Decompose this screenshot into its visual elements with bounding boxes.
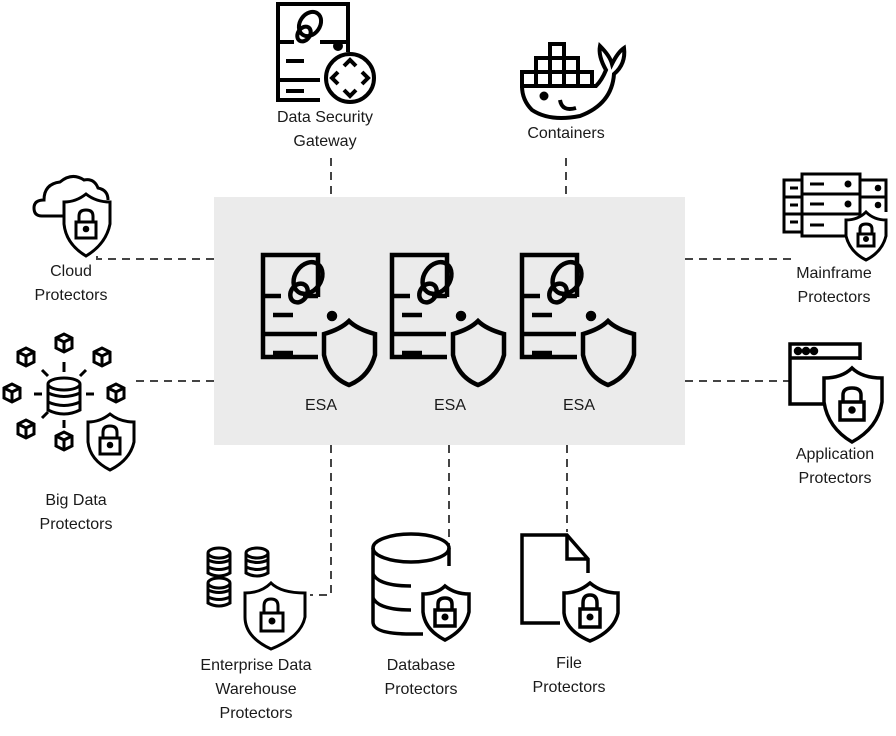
bigdata-label: Big Data Protectors — [39, 492, 113, 533]
mainframe-shield-icon — [782, 172, 890, 262]
esa-label-2: ESA — [433, 397, 466, 414]
file-shield-icon — [520, 533, 625, 643]
app-window-shield-icon — [786, 340, 886, 445]
esa-label-3: ESA — [562, 397, 595, 414]
databases-shield-icon — [205, 545, 310, 651]
cloud-shield-icon — [32, 172, 112, 258]
edw-label: Enterprise Data Warehouse Protectors — [200, 657, 312, 722]
database-shield-icon — [371, 532, 476, 642]
file-label: File Protectors — [532, 655, 606, 696]
server-shield-icon — [260, 252, 381, 388]
mainframe-label: Mainframe Protectors — [796, 265, 872, 306]
docker-whale-icon — [519, 41, 630, 122]
esa-label-1: ESA — [304, 397, 337, 414]
dsg-label: Data Security Gateway — [276, 109, 374, 150]
connector-edw — [310, 445, 332, 596]
gateway-server-icon — [276, 2, 376, 104]
database-label: Database Protectors — [384, 657, 458, 698]
bigdata-network-shield-icon — [2, 332, 137, 472]
server-shield-icon — [519, 252, 640, 388]
application-label: Application Protectors — [795, 446, 875, 487]
containers-label: Containers — [527, 125, 605, 142]
connector-cloud — [96, 254, 214, 260]
connector-mainframe — [685, 258, 791, 264]
cloud-label: Cloud Protectors — [34, 263, 108, 304]
server-shield-icon — [389, 252, 510, 388]
connector-bigdata — [136, 376, 214, 382]
